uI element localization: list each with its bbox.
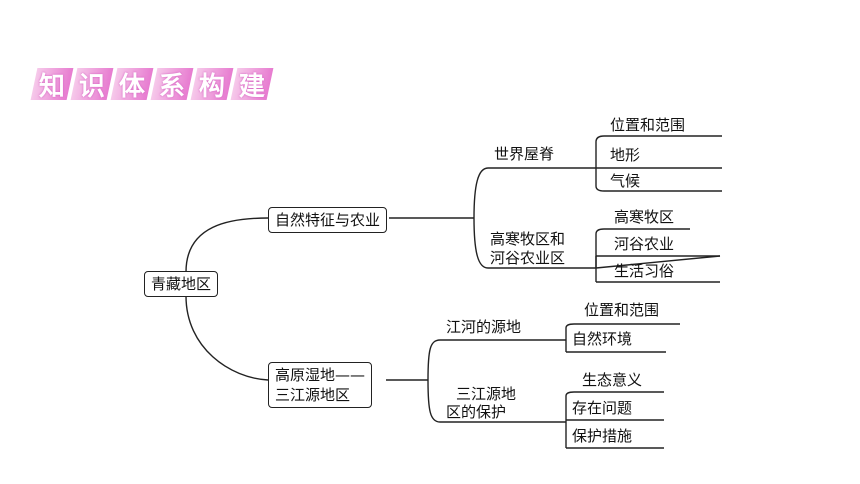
- b2-sub2-label-line1: 三江源地: [456, 385, 517, 403]
- connector-root-branch2: [185, 295, 269, 381]
- b1-sub2-label-line2: 河谷农业区: [490, 249, 566, 267]
- b1-sub1-item: 地形: [610, 146, 641, 164]
- b1-sub1-item: 气候: [610, 172, 641, 190]
- b2-sub2-item: 存在问题: [572, 399, 633, 417]
- connector-b2-sub1: [427, 339, 566, 381]
- connector-b1-sub2: [473, 217, 489, 269]
- branch2-node: 高原湿地—— 三江源地区: [268, 362, 373, 408]
- b2-sub2-item: 生态意义: [582, 371, 643, 389]
- b1-sub2-label-line1: 高寒牧区和: [490, 230, 566, 248]
- connector-b1-sub1: [473, 167, 596, 219]
- b2-sub2-label-line2: 区的保护: [446, 403, 507, 421]
- b1-sub1-item: 位置和范围: [610, 116, 686, 134]
- branch1-label: 自然特征与农业: [275, 211, 381, 229]
- b2-sub2-item: 保护措施: [572, 427, 633, 445]
- b2-sub1-label: 江河的源地: [446, 318, 522, 336]
- branch2-label-line1: 高原湿地——: [275, 366, 366, 384]
- b1-sub2-item: 河谷农业: [614, 235, 675, 253]
- root-label: 青藏地区: [151, 275, 212, 293]
- connector-b2-sub2: [427, 379, 566, 423]
- branch1-node: 自然特征与农业: [268, 207, 388, 233]
- b1-sub2-item: 高寒牧区: [614, 208, 675, 226]
- b1-sub1-label: 世界屋脊: [494, 145, 555, 163]
- b2-sub1-item: 位置和范围: [584, 301, 660, 319]
- branch2-label-line2: 三江源地区: [275, 386, 351, 404]
- connector-sub1-items: [595, 135, 722, 168]
- connector-root-branch1: [185, 217, 269, 273]
- b2-sub1-item: 自然环境: [572, 330, 633, 348]
- b1-sub2-item: 生活习俗: [614, 262, 675, 280]
- root-node: 青藏地区: [144, 271, 219, 297]
